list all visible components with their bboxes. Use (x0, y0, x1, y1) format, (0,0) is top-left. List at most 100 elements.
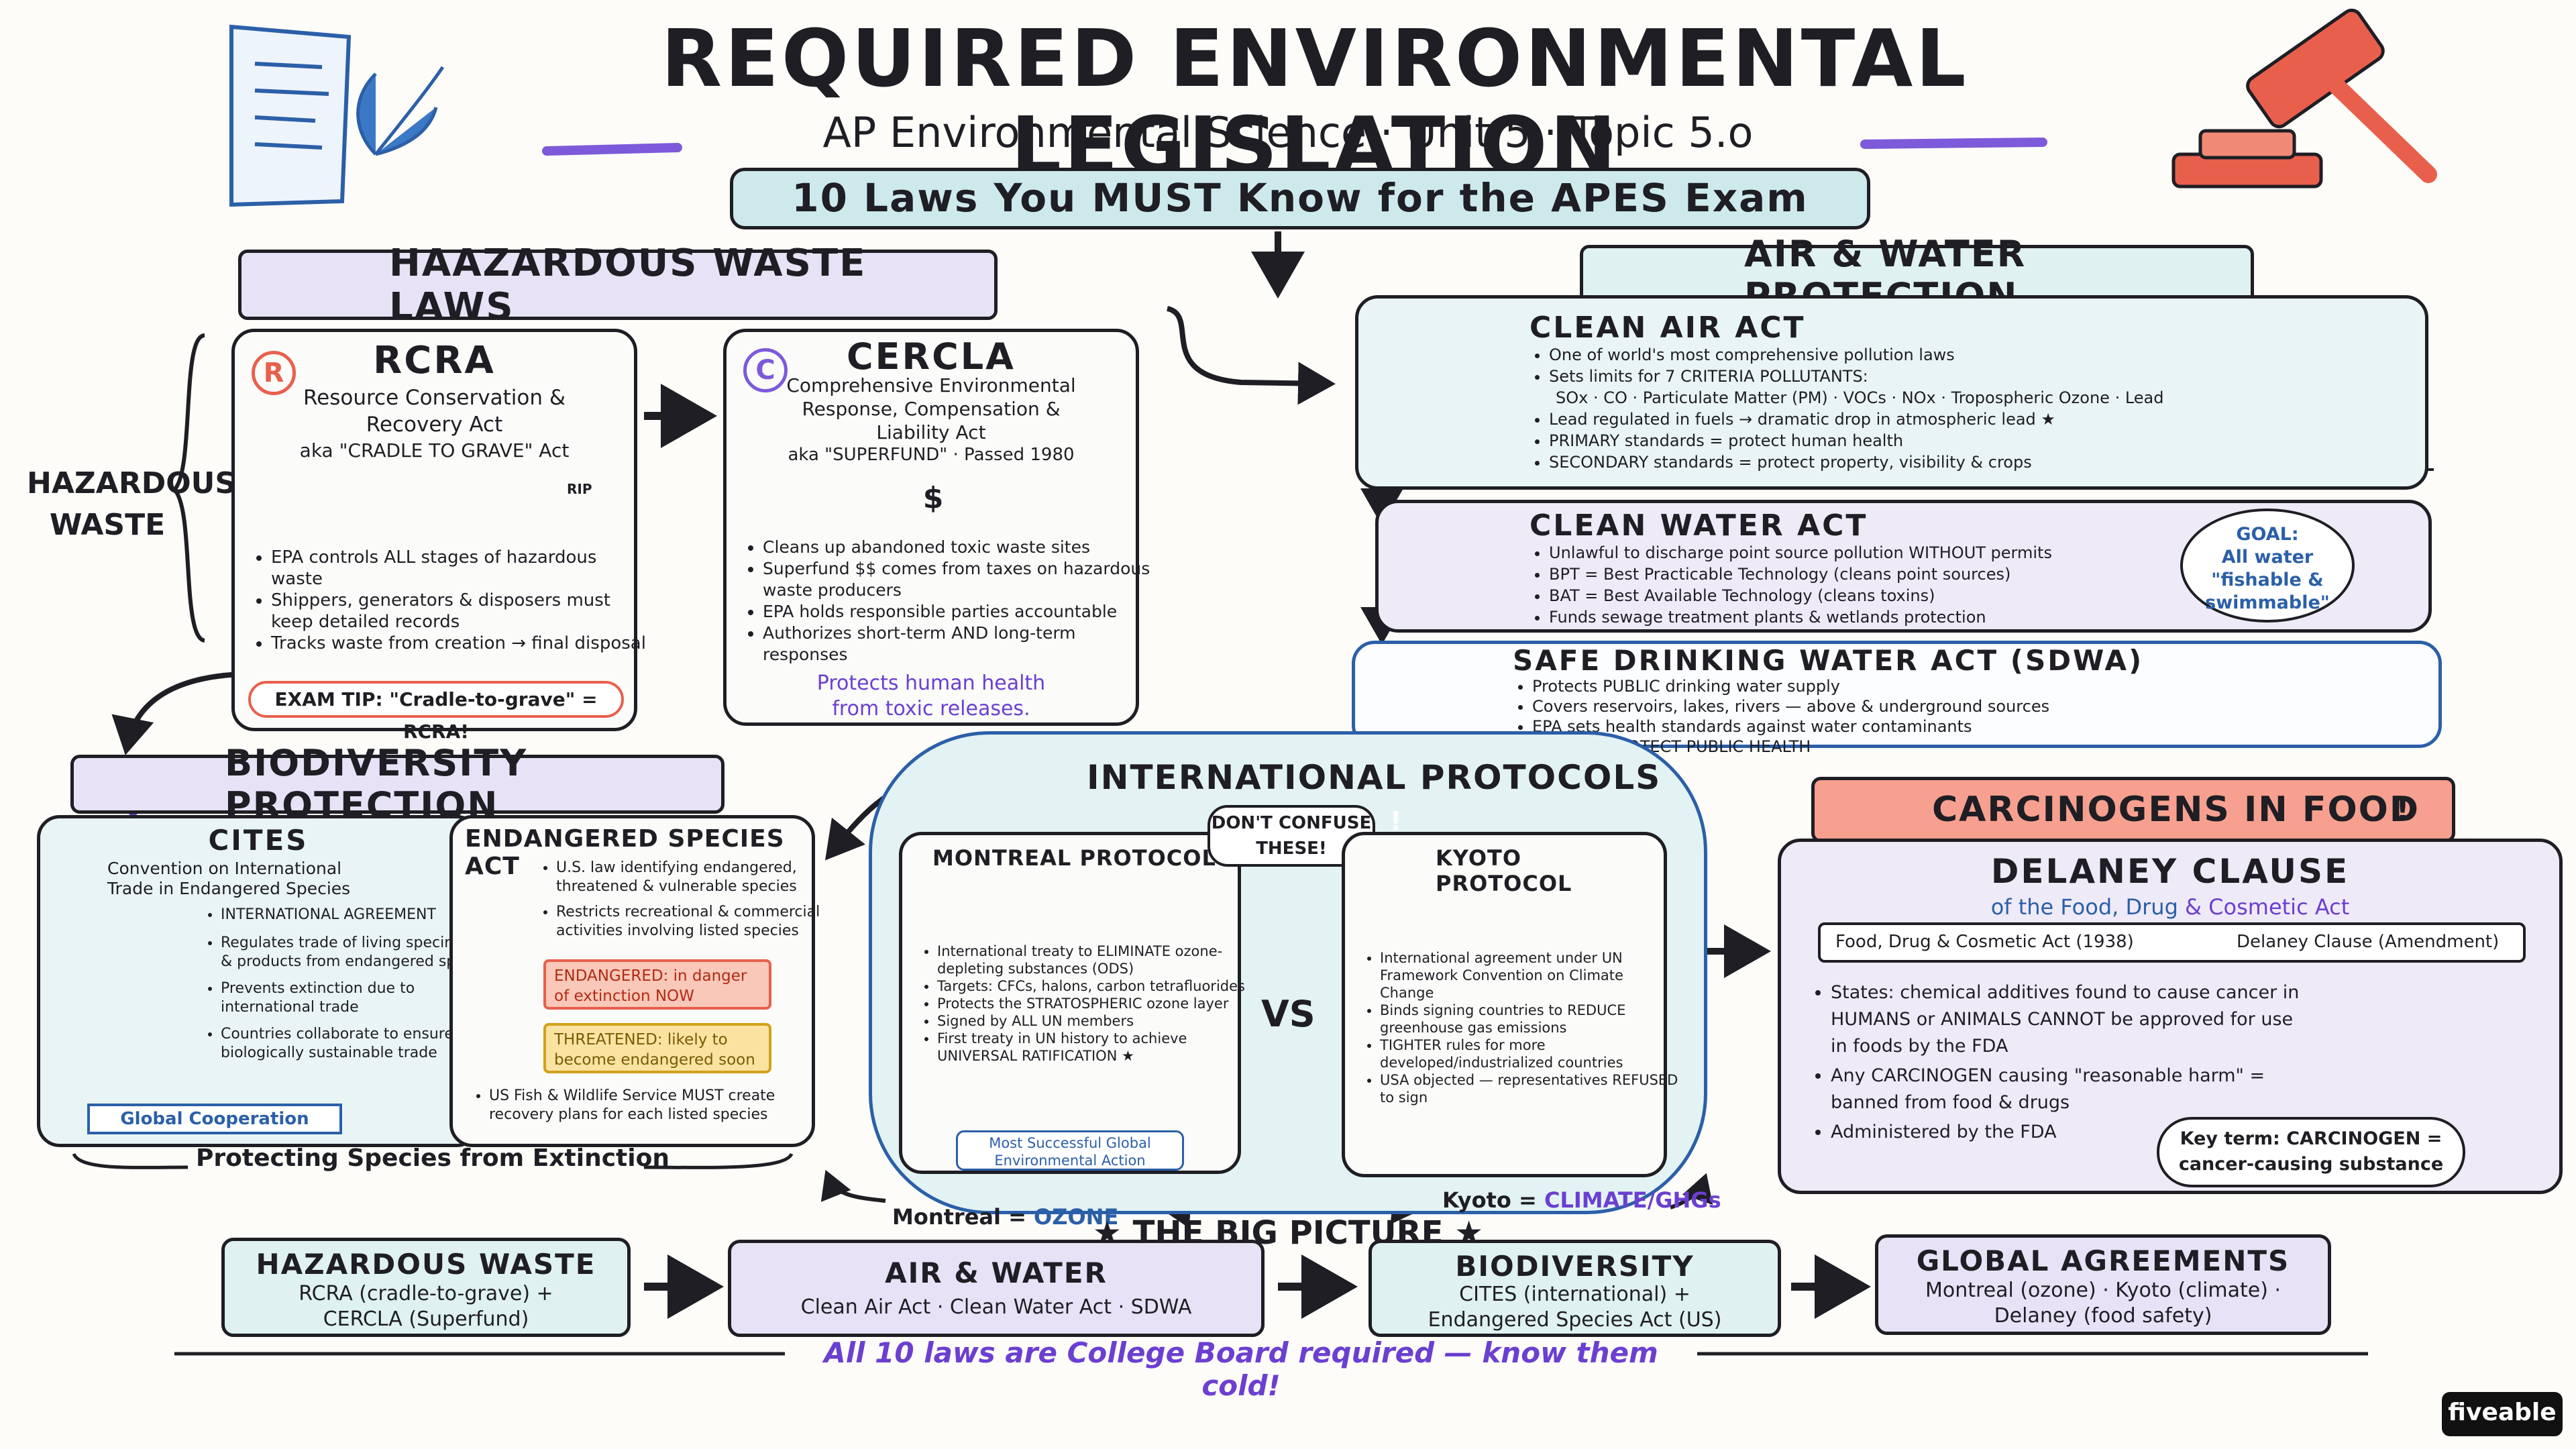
montreal-label-arrow (820, 1169, 886, 1203)
kyoto-label-a: Kyoto = (1442, 1187, 1544, 1213)
bp-item-desc: RCRA (cradle-to-grave) + CERCLA (Superfu… (225, 1281, 627, 1332)
rcra-card: R RCRA Resource Conservation & Recovery … (231, 329, 646, 743)
esa-bullet: U.S. law identifying endangered, threate… (556, 859, 831, 896)
sdwa-mission: Mission: PROTECT PUBLIC HEALTH (1536, 737, 1811, 756)
kyoto-bullets: International agreement under UN Framewo… (1357, 949, 1678, 1106)
fiveable-logo[interactable]: fiveable (2442, 1392, 2563, 1436)
cwa-bullet: BPT = Best Practicable Technology (clean… (1549, 564, 2253, 585)
delaney-key-term: Key term: CARCINOGEN = cancer-causing su… (2157, 1117, 2465, 1187)
bp-item-airwater: AIR & WATER Clean Air Act · Clean Water … (728, 1240, 1265, 1337)
rcra-bullet: Tracks waste from creation → final dispo… (271, 633, 647, 654)
dollar-sign: $ (922, 481, 944, 515)
bp-item-line: Endangered Species Act (US) (1428, 1308, 1722, 1332)
rcra-bullet: EPA controls ALL stages of hazardous was… (271, 547, 647, 590)
montreal-ribbon-1: Most Successful Global (989, 1135, 1151, 1151)
kyoto-bullet: TIGHTER rules for more developed/industr… (1380, 1036, 1678, 1071)
warning-triangle-exclaim: ! (2396, 792, 2410, 828)
esa-bullet: US Fish & Wildlife Service MUST create r… (489, 1087, 824, 1124)
montreal-ozone-label: Montreal = OZONE (892, 1204, 1118, 1230)
sdwa-card: SAFE DRINKING WATER ACT (SDWA) Protects … (1352, 641, 2442, 756)
cites-bullet: INTERNATIONAL AGREEMENT (221, 906, 496, 924)
kyoto-bullet: International agreement under UN Framewo… (1380, 949, 1678, 1002)
delaney-key-2: cancer-causing substance (2178, 1154, 2444, 1175)
cercla-note: Protects human health from toxic release… (727, 671, 1136, 722)
rip-label: RIP (567, 481, 592, 497)
montreal-ribbon: Most Successful Global Environmental Act… (956, 1130, 1184, 1171)
sdwa-bullets: Protects PUBLIC drinking water supply Co… (1509, 676, 2404, 757)
bp-item-title: BIODIVERSITY (1455, 1250, 1695, 1283)
delaney-bullets: States: chemical additives found to caus… (1808, 979, 2300, 1146)
dont-confuse-2: THESE! (1256, 839, 1327, 859)
cercla-bullet: Cleans up abandoned toxic waste sites (763, 537, 1152, 558)
biodiversity-header-text: BIODIVERSITY PROTECTION (225, 742, 528, 826)
bp-item-line: Clean Air Act · Clean Water Act · SDWA (800, 1295, 1192, 1319)
delaney-flow-b: Delaney Clause (Amendment) (2237, 932, 2500, 952)
rcra-badge: R (252, 351, 296, 395)
rcra-bullets: EPA controls ALL stages of hazardous was… (248, 547, 647, 654)
cercla-badge: C (743, 348, 788, 392)
bio-brace-right (643, 1152, 794, 1169)
dont-confuse-1: DON'T CONFUSE (1211, 813, 1372, 833)
caa-bullet: Lead regulated in fuels → dramatic drop … (1549, 409, 2287, 430)
rcra-title: RCRA (373, 339, 496, 382)
bp-item-global: GLOBAL AGREEMENTS Montreal (ozone) · Kyo… (1875, 1234, 2331, 1335)
caa-pollutants: SOx · CO · Particulate Matter (PM) · VOC… (1556, 388, 2164, 407)
scroll-icon (229, 24, 445, 207)
footer-note: All 10 laws are College Board required —… (824, 1336, 1658, 1402)
cercla-note-1: Protects human health (816, 672, 1046, 695)
montreal-ribbon-2: Environmental Action (994, 1152, 1146, 1169)
delaney-bullet: Administered by the FDA (1831, 1119, 2300, 1146)
cwa-bullets: Unlawful to discharge point source pollu… (1526, 542, 2253, 628)
sdwa-title: SAFE DRINKING WATER ACT (SDWA) (1513, 644, 2144, 677)
montreal-bullet: First treaty in UN history to achieve UN… (937, 1030, 1252, 1065)
bio-brace-left (72, 1152, 189, 1169)
page-subtitle: AP Environmental Science · Unit 5 · Topi… (822, 108, 1754, 157)
cwa-goal-4: swimmable" (2205, 592, 2330, 613)
cercla-full-3: Liability Act (876, 421, 986, 443)
bp-item-title: GLOBAL AGREEMENTS (1916, 1244, 2290, 1277)
cwa-goal-bubble: GOAL: All water "fishable & swimmable" (2180, 508, 2355, 623)
montreal-bullet: International treaty to ELIMINATE ozone-… (937, 943, 1252, 977)
cwa-bullet: Funds sewage treatment plants & wetlands… (1549, 606, 2253, 628)
hazardous-side-label: HAZARDOUS WASTE (27, 463, 237, 546)
bp-item-line: CITES (international) + (1459, 1283, 1690, 1306)
montreal-label-b: OZONE (1034, 1204, 1119, 1230)
bp-item-desc: CITES (international) + Endangered Speci… (1372, 1282, 1778, 1333)
kyoto-climate-label: Kyoto = CLIMATE/GHGs (1442, 1187, 1721, 1213)
bp-item-biodiversity: BIODIVERSITY CITES (international) + End… (1368, 1240, 1781, 1337)
cites-card: CITES Convention on International Trade … (37, 815, 494, 1147)
kyoto-bullet: Binds signing countries to REDUCE greenh… (1380, 1002, 1678, 1036)
cercla-bullets: Cleans up abandoned toxic waste sites Su… (740, 537, 1152, 665)
esa-bullets: U.S. law identifying endangered, threate… (533, 859, 831, 941)
vs-label: VS (1261, 993, 1316, 1035)
hazardous-brace (171, 333, 206, 643)
cercla-note-2: from toxic releases. (832, 697, 1030, 720)
hazardous-side-label-1: HAZARDOUS (27, 466, 237, 500)
rcra-aka: aka "CRADLE TO GRAVE" Act (299, 439, 570, 462)
caa-bullet: Sets limits for 7 CRITERIA POLLUTANTS: (1549, 366, 2287, 387)
delaney-bullet: Any CARCINOGEN causing "reasonable harm"… (1831, 1063, 2300, 1116)
esa-threatened-box: THREATENED: likely to become endangered … (543, 1023, 771, 1073)
cercla-fullname: Comprehensive Environmental Response, Co… (727, 374, 1136, 444)
esa-card: ENDANGERED SPECIES ACT U.S. law identify… (449, 815, 820, 1147)
caa-title: CLEAN AIR ACT (1529, 311, 1806, 345)
montreal-title: MONTREAL PROTOCOL (932, 845, 1216, 871)
cites-full-1: Convention on International (107, 859, 342, 878)
esa-last: US Fish & Wildlife Service MUST create r… (466, 1087, 824, 1124)
arrow-to-airwater (1166, 306, 1336, 405)
caa-bullet: One of world's most comprehensive pollut… (1549, 344, 2287, 366)
title-underline-left (542, 143, 682, 156)
caa-bullets: One of world's most comprehensive pollut… (1526, 344, 2287, 473)
delaney-key-1: Key term: CARCINOGEN = (2180, 1128, 2443, 1149)
biodiversity-header: BIODIVERSITY PROTECTION (70, 742, 724, 826)
kyoto-label-arrow (1670, 1173, 1713, 1210)
kyoto-label-b: CLIMATE/GHGs (1544, 1187, 1721, 1213)
bp-item-title: HAZARDOUS WASTE (256, 1248, 596, 1281)
delaney-sub-b: & Cosmetic Act (2185, 894, 2350, 920)
delaney-subtitle: of the Food, Drug & Cosmetic Act (1781, 894, 2559, 920)
cercla-bullet: EPA holds responsible parties accountabl… (763, 601, 1152, 623)
bp-item-hazardous: HAZARDOUS WASTE RCRA (cradle-to-grave) +… (221, 1238, 631, 1337)
montreal-bullet: Signed by ALL UN members (937, 1012, 1252, 1030)
bp-item-line: Montreal (ozone) · Kyoto (climate) · (1925, 1279, 2282, 1302)
cites-bullet: Regulates trade of living specimens & pr… (221, 934, 496, 971)
